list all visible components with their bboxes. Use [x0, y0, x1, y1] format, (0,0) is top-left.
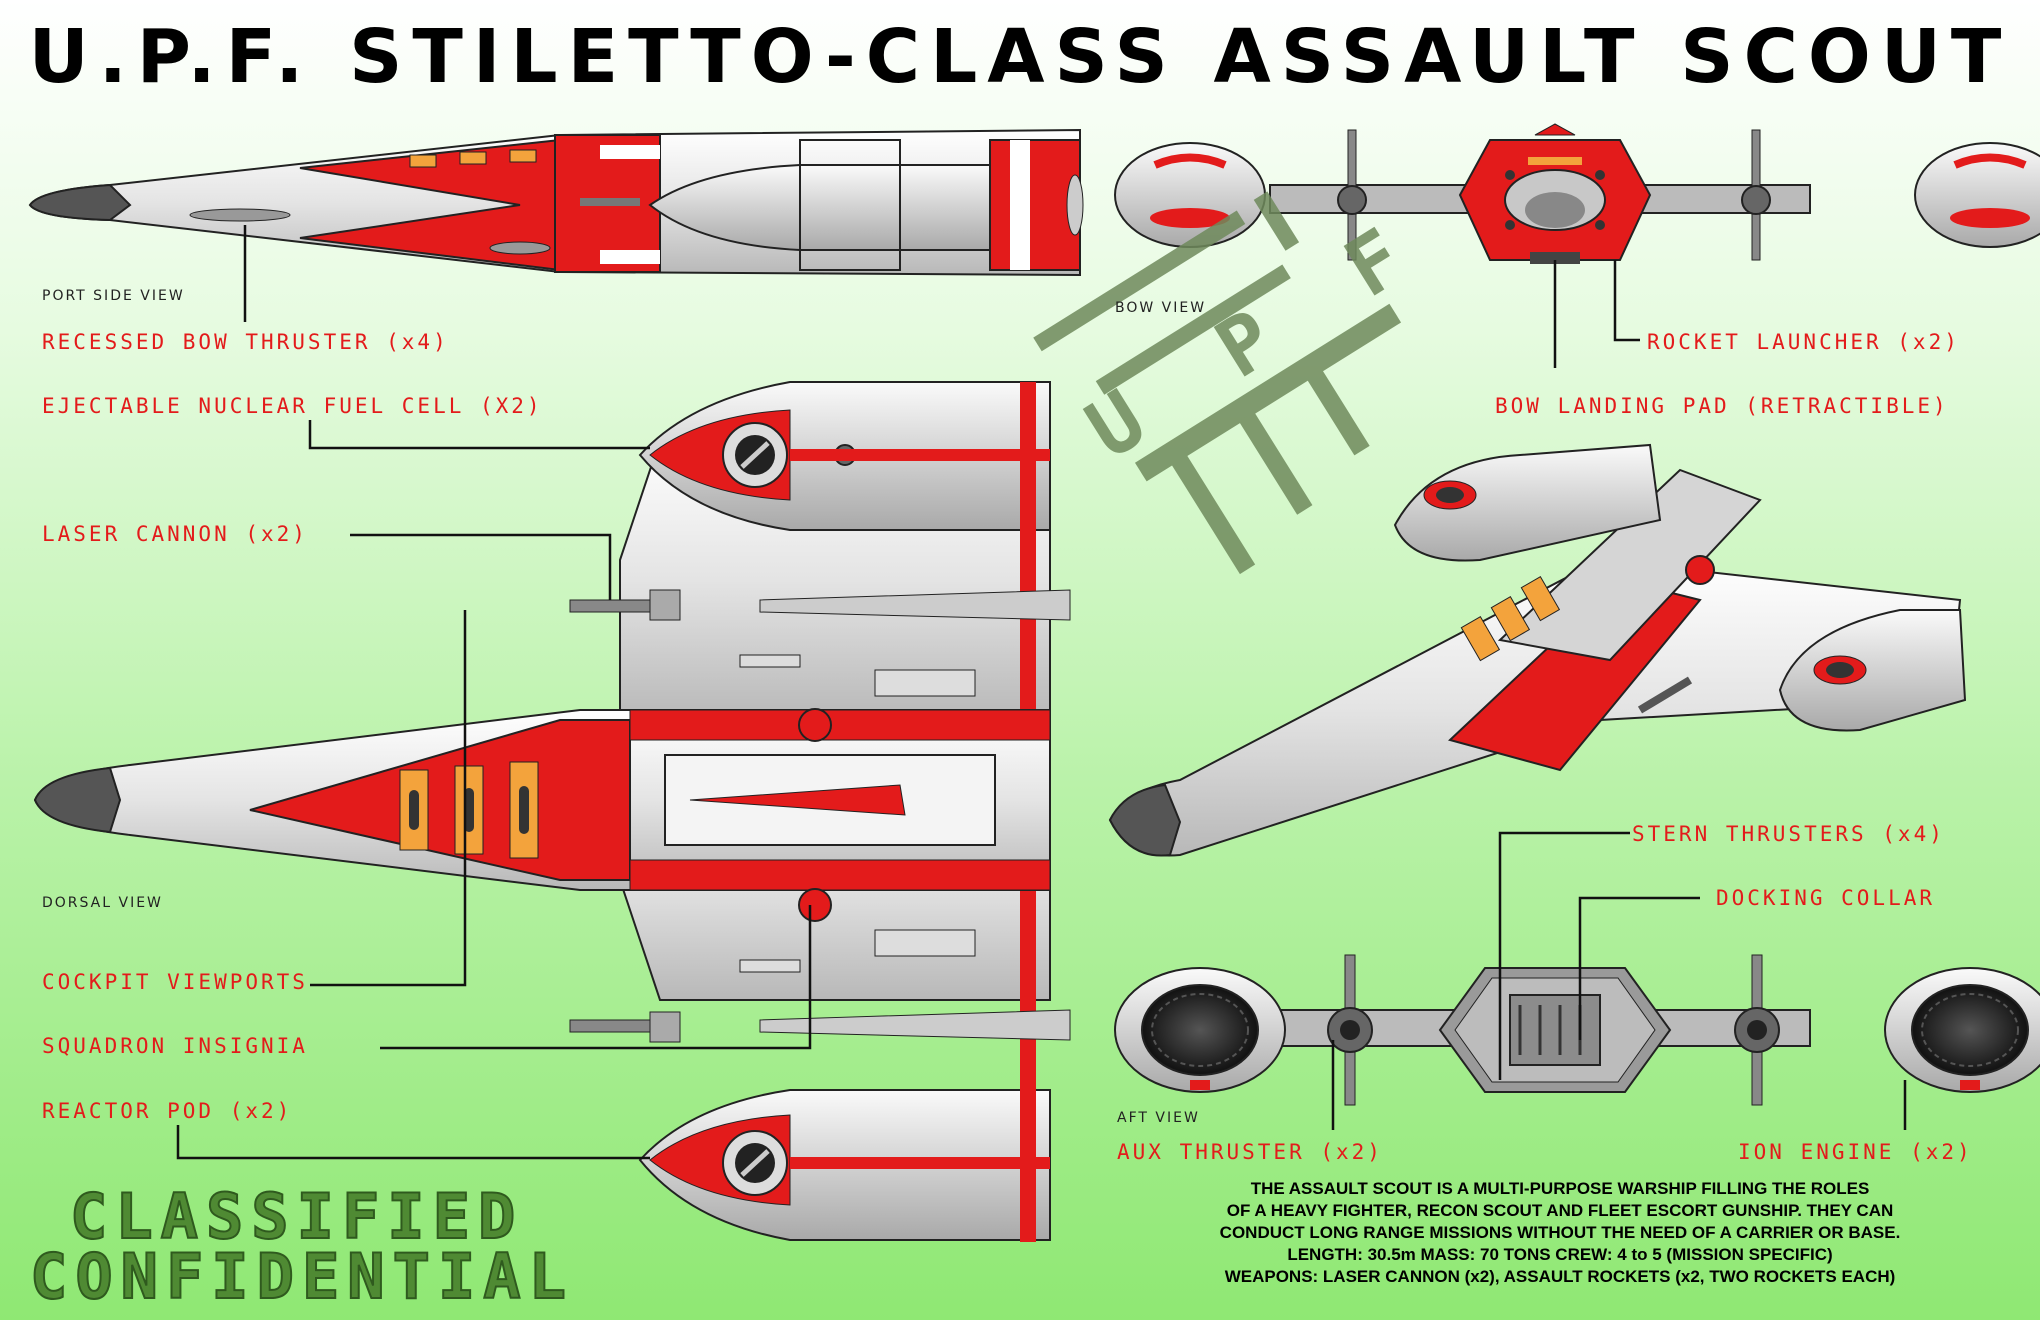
perspective-view-ship	[1108, 443, 1967, 857]
callout-reactor-pod: REACTOR POD (x2)	[42, 1099, 293, 1123]
ship-description: THE ASSAULT SCOUT IS A MULTI-PURPOSE WAR…	[1160, 1178, 1960, 1288]
description-line: CONDUCT LONG RANGE MISSIONS WITHOUT THE …	[1219, 1223, 1901, 1242]
aft-view-ship	[1114, 954, 2040, 1106]
callout-ejectable-fuel-cell: EJECTABLE NUCLEAR FUEL CELL (X2)	[42, 394, 543, 418]
dorsal-view-label: DORSAL VIEW	[42, 895, 163, 911]
callout-ion-engine: ION ENGINE (x2)	[1738, 1140, 1973, 1164]
leader-lines	[176, 225, 1907, 1160]
callout-recessed-bow-thruster: RECESSED BOW THRUSTER (x4)	[42, 330, 449, 354]
bow-view-label: BOW VIEW	[1115, 300, 1207, 316]
bow-view-ship	[1114, 123, 2040, 264]
callout-laser-cannon: LASER CANNON (x2)	[42, 522, 308, 546]
callout-rocket-launcher: ROCKET LAUNCHER (x2)	[1647, 330, 1960, 354]
aft-view-label: AFT VIEW	[1117, 1110, 1200, 1126]
callout-cockpit-viewports: COCKPIT VIEWPORTS	[42, 970, 308, 994]
callout-docking-collar: DOCKING COLLAR	[1716, 886, 1936, 910]
callout-squadron-insignia: SQUADRON INSIGNIA	[42, 1034, 308, 1058]
classified-stamp: CLASSIFIED	[69, 1179, 524, 1254]
callout-bow-landing-pad: BOW LANDING PAD (RETRACTIBLE)	[1495, 394, 1949, 418]
dorsal-view-ship	[33, 381, 1071, 1242]
description-line: THE ASSAULT SCOUT IS A MULTI-PURPOSE WAR…	[1250, 1179, 1870, 1198]
description-line: WEAPONS: LASER CANNON (x2), ASSAULT ROCK…	[1224, 1267, 1896, 1286]
confidential-stamp: CONFIDENTIAL	[29, 1239, 574, 1314]
callout-aux-thruster: AUX THRUSTER (x2)	[1117, 1140, 1383, 1164]
port-side-view-label: PORT SIDE VIEW	[42, 288, 185, 304]
page-title: U.P.F. STILETTO-CLASS ASSAULT SCOUT	[28, 14, 2012, 100]
callout-stern-thrusters: STERN THRUSTERS (x4)	[1632, 822, 1945, 846]
description-line: LENGTH: 30.5m MASS: 70 TONS CREW: 4 to 5…	[1287, 1245, 1833, 1264]
port-side-view-ship	[28, 128, 1084, 277]
description-line: OF A HEAVY FIGHTER, RECON SCOUT AND FLEE…	[1226, 1201, 1894, 1220]
